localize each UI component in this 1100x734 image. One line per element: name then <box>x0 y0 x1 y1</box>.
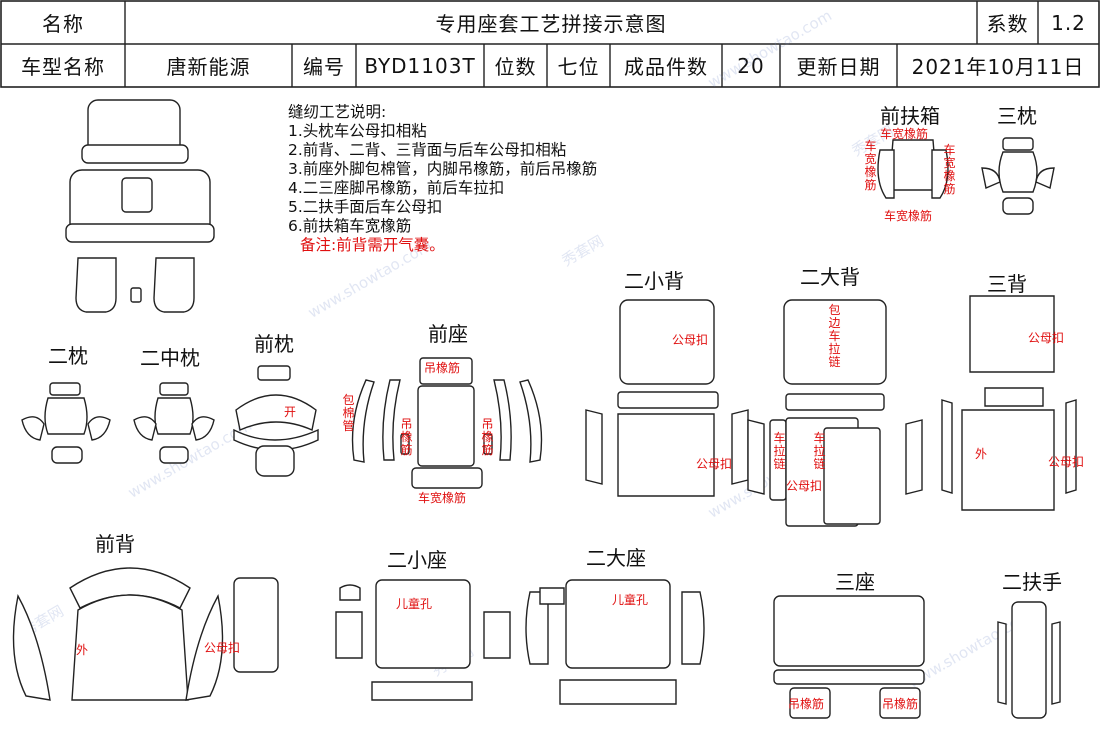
update-label: 更新日期 <box>796 55 881 79</box>
model-label: 车型名称 <box>21 55 105 79</box>
label-second-mid-headrest: 二中枕 <box>140 346 200 370</box>
note-item: 5.二扶手面后车公母扣 <box>288 198 443 216</box>
name-label: 名称 <box>42 12 84 36</box>
label-second-large-seat: 二大座 <box>586 546 646 570</box>
label-front-armrest-box: 前扶箱 <box>880 104 940 128</box>
note-item: 1.头枕车公母扣相粘 <box>288 122 427 140</box>
label-second-headrest: 二枕 <box>48 344 88 368</box>
code-label: 编号 <box>303 55 345 79</box>
annotation: 吊橡筋 <box>882 697 919 711</box>
third-back-pieces <box>941 295 1077 511</box>
update-value: 2021年10月11日 <box>911 55 1085 79</box>
annotation: 车宽橡筋 <box>880 127 929 141</box>
label-second-armrest: 二扶手 <box>1002 570 1062 594</box>
note-item: 3.前座外脚包棉管，内脚吊橡筋，前后吊橡筋 <box>288 160 598 178</box>
annotation: 外 <box>76 643 89 657</box>
second-mid-headrest-pieces <box>133 382 215 464</box>
annotation: 公母扣 <box>1048 455 1085 469</box>
label-second-large-back: 二大背 <box>800 265 860 289</box>
note-item: 6.前扶箱车宽橡筋 <box>288 217 412 235</box>
coef-value: 1.2 <box>1051 10 1086 35</box>
annotation: 公母扣 <box>672 333 709 347</box>
car-overview <box>65 99 215 313</box>
second-armrest-pieces <box>997 601 1061 719</box>
seats-value: 七位 <box>557 55 600 79</box>
third-seat-pieces <box>773 595 925 719</box>
annotation: 包边车拉链 <box>828 303 841 369</box>
front-seat-pieces <box>351 357 543 489</box>
second-small-back-pieces <box>585 299 749 497</box>
header-grid <box>0 0 1100 88</box>
second-large-back-pieces <box>747 299 923 527</box>
note-item: 2.前背、二背、三背面与后车公母扣相粘 <box>288 141 567 159</box>
annotation: 车宽橡筋 <box>884 209 933 223</box>
coef-label: 系数 <box>986 12 1029 36</box>
label-third-back: 三背 <box>987 272 1027 296</box>
annotation: 包棉管 <box>342 393 355 433</box>
annotation: 儿童孔 <box>612 593 649 607</box>
label-front-back: 前背 <box>95 532 135 556</box>
annotation: 吊橡筋 <box>400 417 413 457</box>
annotation: 吊橡筋 <box>788 697 825 711</box>
front-headrest-pieces <box>233 365 319 477</box>
label-front-seat: 前座 <box>428 322 468 346</box>
annotation: 车拉链 <box>773 431 786 471</box>
notes-title: 缝纫工艺说明: <box>288 103 387 121</box>
label-third-seat: 三座 <box>835 570 875 594</box>
annotation: 儿童孔 <box>396 597 433 611</box>
third-headrest-pieces <box>981 137 1055 215</box>
label-front-headrest: 前枕 <box>254 332 294 356</box>
label-third-headrest: 三枕 <box>997 104 1037 128</box>
annotation: 外 <box>975 447 988 461</box>
pieces-label: 成品件数 <box>624 55 708 79</box>
annotation: 车宽橡筋 <box>864 139 877 192</box>
annotation: 公母扣 <box>786 479 823 493</box>
sheet-title: 专用座套工艺拼接示意图 <box>435 12 667 36</box>
annotation: 开 <box>284 405 297 419</box>
second-large-seat-pieces <box>525 579 705 705</box>
notes-remark: 备注:前背需开气囊。 <box>300 236 445 254</box>
label-second-small-seat: 二小座 <box>387 548 447 572</box>
annotation: 公母扣 <box>696 457 733 471</box>
front-back-pieces <box>12 567 279 701</box>
note-item: 4.二三座脚吊橡筋，前后车拉扣 <box>288 179 505 197</box>
code-value: BYD1103T <box>364 53 476 78</box>
annotation: 吊橡筋 <box>424 361 461 375</box>
second-headrest-pieces <box>21 382 111 464</box>
seats-label: 位数 <box>494 55 537 79</box>
model-value: 唐新能源 <box>166 55 251 79</box>
pieces-value: 20 <box>737 53 765 78</box>
annotation: 吊橡筋 <box>481 417 494 457</box>
annotation: 车宽橡筋 <box>943 143 956 196</box>
annotation: 公母扣 <box>1028 331 1065 345</box>
annotation: 车拉链 <box>813 431 826 471</box>
annotation: 车宽橡筋 <box>418 491 467 505</box>
second-small-seat-pieces <box>335 579 511 701</box>
label-second-small-back: 二小背 <box>624 269 684 293</box>
front-armrest-box-pieces <box>877 139 949 199</box>
annotation: 公母扣 <box>204 641 241 655</box>
sewing-notes: 缝纫工艺说明: 1.头枕车公母扣相粘 2.前背、二背、三背面与后车公母扣相粘 3… <box>288 103 597 255</box>
